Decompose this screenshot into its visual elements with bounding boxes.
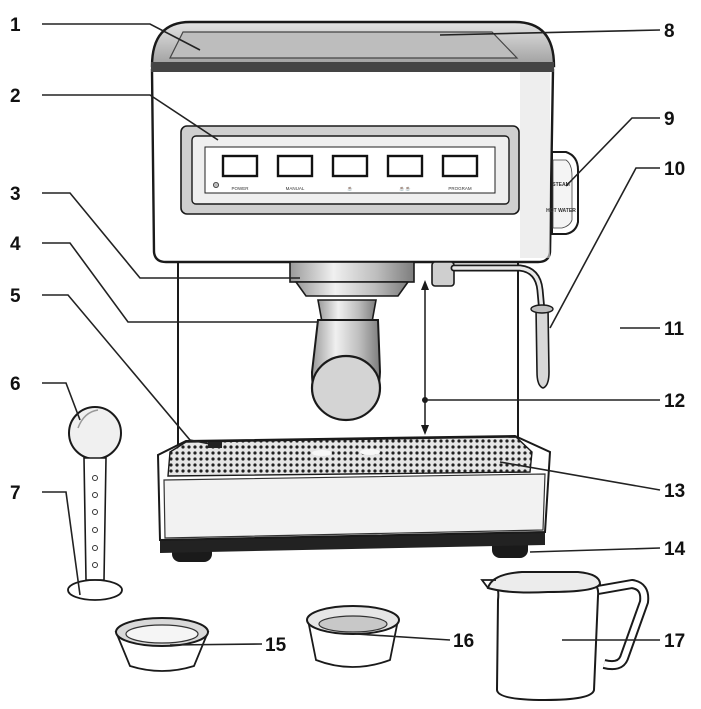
callout-12: 12 <box>664 391 685 412</box>
lid-inner-panel <box>169 31 519 59</box>
callout-14: 14 <box>664 539 686 560</box>
power-indicator-light <box>212 181 219 188</box>
panel-button-single-cup[interactable]: ☕ <box>331 154 369 191</box>
leader-2 <box>42 94 219 141</box>
base-shadow <box>160 530 545 553</box>
leader-1 <box>42 23 201 51</box>
upper-body-shade-right <box>520 72 550 258</box>
leader-16 <box>355 633 451 641</box>
leader-3 <box>42 192 300 279</box>
brew-group-head <box>289 261 415 283</box>
panel-label-program: PROGRAM <box>448 186 472 191</box>
callout-13: 13 <box>664 481 685 502</box>
panel-label-single-cup: ☕ <box>347 185 353 191</box>
drip-grid-spot-right <box>360 449 380 455</box>
spoon-dot-1 <box>92 475 98 481</box>
jug-body <box>489 576 600 702</box>
panel-button-power[interactable]: POWER <box>221 154 259 191</box>
switch-label-hot-water: HOT WATER <box>546 208 576 214</box>
panel-button-double-cup[interactable]: ☕☕ <box>386 154 424 191</box>
callout-16: 16 <box>453 631 474 652</box>
tamper-head-shine <box>77 409 99 429</box>
drip-grid-spot-left <box>312 450 332 456</box>
spoon-dot-6 <box>92 562 98 568</box>
espresso-machine: POWER MANUAL ☕ ☕☕ PROGRAM STEAM HOT WATE… <box>150 20 579 562</box>
steam-hot-water-switch[interactable]: STEAM HOT WATER <box>546 151 579 235</box>
spoon-dot-3 <box>92 509 98 515</box>
callout-17: 17 <box>664 631 685 652</box>
leader-5 <box>42 294 211 445</box>
leader-15 <box>169 643 263 646</box>
leader-14 <box>529 547 661 553</box>
leader-13 <box>499 461 661 491</box>
steam-valve-knob <box>431 261 455 287</box>
steam-wand-pipe-inner <box>452 266 544 314</box>
callout-8: 8 <box>664 21 675 42</box>
steam-wand-collar <box>530 304 554 314</box>
panel-label-double-cup: ☕☕ <box>399 185 411 191</box>
jug-rim <box>486 571 602 594</box>
callout-1: 1 <box>10 15 21 36</box>
portafilter-neck <box>317 299 377 323</box>
leader-8 <box>439 29 661 36</box>
panel-button-manual[interactable]: MANUAL <box>276 154 314 191</box>
leader-7 <box>42 491 81 596</box>
callout-15: 15 <box>265 635 287 656</box>
leader-lines <box>42 23 661 646</box>
leader-10 <box>549 167 660 329</box>
portafilter-handle-end <box>310 354 382 422</box>
cup-height-arrow-bottom <box>421 425 429 435</box>
spoon-dot-5 <box>92 545 98 551</box>
frothing-jug <box>480 571 650 702</box>
callout-11: 11 <box>664 319 685 340</box>
leader-4 <box>42 242 318 323</box>
lid-rim <box>151 62 554 72</box>
steam-wand[interactable] <box>535 307 550 389</box>
callout-2: 2 <box>10 86 21 107</box>
cup-height-arrow-top <box>421 280 429 290</box>
filter-single-inner <box>125 624 199 644</box>
callout-5: 5 <box>10 286 21 307</box>
callout-4: 4 <box>10 234 21 255</box>
filter-double <box>306 605 400 668</box>
measuring-spoon-base <box>67 579 123 601</box>
leader-6 <box>42 382 81 421</box>
portafilter-collar <box>294 281 410 297</box>
callout-7: 7 <box>10 483 21 504</box>
drip-tray-grid <box>167 436 533 477</box>
drip-grid-small-hole <box>208 442 222 448</box>
tamper-head <box>68 406 122 460</box>
filter-double-inner <box>318 615 388 633</box>
filter-single <box>114 617 210 672</box>
switch-label-steam: STEAM <box>552 182 570 188</box>
callout-6: 6 <box>10 374 21 395</box>
callout-9: 9 <box>664 109 675 130</box>
spoon-dot-4 <box>92 527 98 533</box>
cup-height-dot <box>422 397 428 403</box>
panel-label-power: POWER <box>231 186 249 191</box>
tamper <box>67 406 123 601</box>
drip-tray-front <box>163 473 546 539</box>
jug-spout <box>480 579 496 589</box>
panel-label-manual: MANUAL <box>286 186 305 191</box>
panel-button-program[interactable]: PROGRAM <box>441 154 479 191</box>
callout-numbers: 1 2 3 4 5 6 7 8 9 10 11 12 13 14 15 16 1… <box>10 15 686 656</box>
callout-3: 3 <box>10 184 21 205</box>
callout-10: 10 <box>664 159 685 180</box>
spoon-dot-2 <box>92 492 98 498</box>
jug-handle-inner <box>597 581 648 669</box>
leader-9 <box>565 117 660 187</box>
